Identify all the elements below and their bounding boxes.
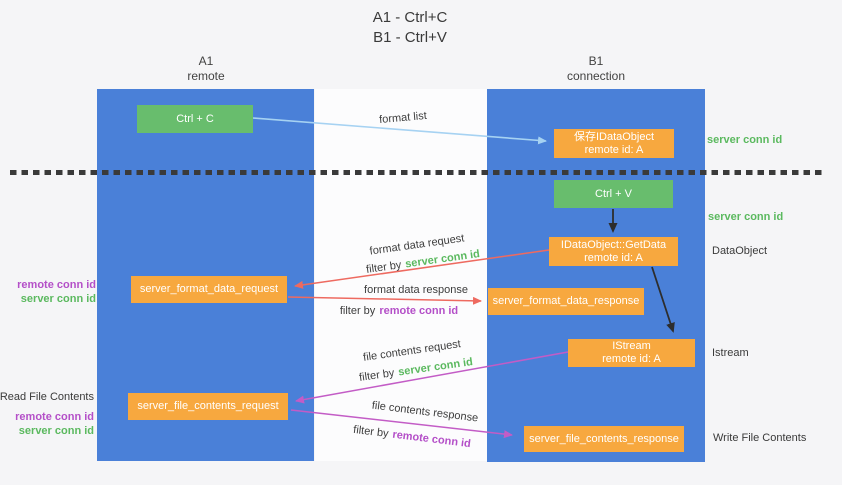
ctrl-v-label: Ctrl + V — [595, 187, 632, 200]
column-header-b1: B1 connection — [567, 54, 625, 84]
filter-value-remote-conn-id-1: remote conn id — [379, 305, 459, 317]
server-file-contents-request-label: server_file_contents_request — [137, 400, 279, 412]
dotted-divider — [10, 170, 825, 175]
idataobject-getdata-box: IDataObject::GetData remote id: A — [549, 237, 678, 266]
remote-conn-id-label-2: remote conn id — [15, 411, 94, 423]
server-conn-id-label-1: server conn id — [20, 293, 96, 305]
server-format-data-request-label: server_format_data_request — [139, 283, 279, 295]
write-file-contents-label: Write File Contents — [713, 432, 807, 444]
filter-prefix-2: filter by — [339, 305, 376, 317]
server-conn-id-label-2: server conn id — [18, 425, 94, 437]
server-file-contents-response-label: server_file_contents_response — [529, 432, 679, 445]
remote-conn-id-label-1: remote conn id — [17, 279, 96, 291]
server-file-contents-response-box: server_file_contents_response — [524, 426, 684, 452]
diagram-title: A1 - Ctrl+C B1 - Ctrl+V — [373, 8, 448, 48]
ctrl-c-box: Ctrl + C — [137, 105, 253, 133]
ctrl-v-box: Ctrl + V — [554, 180, 673, 208]
title-line-1: A1 - Ctrl+C — [372, 9, 448, 26]
server-format-data-response-label: server_format_data_response — [492, 295, 640, 307]
istream-side-label: Istream — [712, 347, 749, 359]
server-file-contents-request-box: server_file_contents_request — [128, 393, 288, 420]
getdata-line1: IDataObject::GetData — [560, 238, 667, 251]
column-b1-id: B1 — [588, 54, 604, 68]
column-b1-role: connection — [566, 69, 626, 83]
save-idataobject-line2: remote id: A — [584, 143, 644, 156]
read-file-contents-label: Read File Contents — [0, 391, 94, 403]
getdata-line2: remote id: A — [584, 251, 643, 264]
dataobject-label: DataObject — [712, 245, 768, 257]
server-format-data-response-box: server_format_data_response — [488, 288, 644, 315]
server-conn-id-label-top: server conn id — [707, 134, 783, 146]
title-line-2: B1 - Ctrl+V — [373, 29, 447, 46]
label-format-data-response: format data response — [364, 284, 468, 296]
server-conn-id-label-mid: server conn id — [708, 211, 784, 223]
column-a1-role: remote — [187, 69, 225, 83]
server-format-data-request-box: server_format_data_request — [131, 276, 287, 303]
istream-line1: IStream — [612, 340, 651, 352]
istream-line2: remote id: A — [602, 353, 661, 365]
save-idataobject-line1: 保存IDataObject — [573, 130, 655, 143]
istream-box: IStream remote id: A — [568, 339, 695, 367]
ctrl-c-label: Ctrl + C — [176, 112, 214, 125]
save-idataobject-box: 保存IDataObject remote id: A — [554, 129, 674, 158]
column-header-a1: A1 remote — [187, 54, 224, 84]
column-a1-id: A1 — [198, 54, 214, 68]
